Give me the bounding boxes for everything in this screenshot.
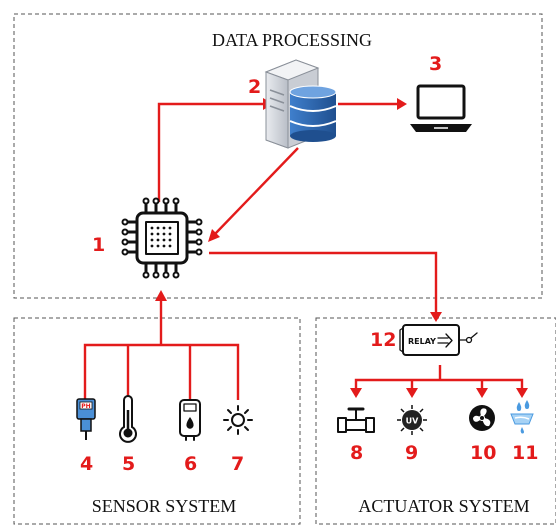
connection-lines — [83, 98, 528, 400]
microcontroller-chip-icon — [121, 197, 203, 279]
uv-lamp-icon: UV — [397, 405, 427, 435]
sensor-system-title: SENSOR SYSTEM — [92, 496, 237, 516]
server-to-laptop-arrowhead — [397, 98, 407, 110]
ph-sensor-icon: PH — [76, 398, 96, 440]
node-11-number: 11 — [512, 442, 538, 464]
server-database-icon — [264, 59, 337, 149]
node-3-number: 3 — [429, 53, 442, 75]
water-sprinkler-icon — [510, 400, 534, 434]
laptop-icon — [410, 84, 472, 132]
node-9-number: 9 — [405, 442, 418, 464]
actuator-10-arrowhead — [476, 388, 488, 398]
humidity-sensor-icon — [179, 399, 201, 441]
data-processing-title: DATA PROCESSING — [212, 30, 372, 50]
relay-module-icon: RELAY — [399, 324, 478, 356]
relay-label: RELAY — [408, 337, 436, 346]
server-to-mcu-arrowhead — [208, 229, 220, 242]
uv-label: UV — [406, 417, 419, 426]
node-10-number: 10 — [470, 442, 496, 464]
sensor-to-mcu-arrowhead — [155, 290, 167, 301]
node-1-number: 1 — [92, 234, 105, 256]
actuator-9-arrowhead — [406, 388, 418, 398]
node-2-number: 2 — [248, 76, 261, 98]
number-labels: 1 2 3 4 5 6 7 8 9 10 11 12 — [80, 53, 538, 475]
node-5-number: 5 — [122, 453, 135, 475]
database-cylinder — [289, 85, 337, 142]
ph-display-label: PH — [81, 403, 90, 410]
valve-icon — [337, 407, 375, 433]
actuator-system-title: ACTUATOR SYSTEM — [358, 496, 529, 516]
node-12-number: 12 — [370, 329, 396, 351]
mcu-to-relay-line — [209, 251, 438, 314]
node-8-number: 8 — [350, 442, 363, 464]
server-to-mcu-line — [214, 147, 299, 235]
fan-icon — [469, 405, 495, 431]
mcu-to-relay-arrowhead — [430, 312, 442, 322]
actuator-8-arrowhead — [350, 388, 362, 398]
node-6-number: 6 — [184, 453, 197, 475]
light-sun-icon — [223, 405, 253, 435]
node-7-number: 7 — [231, 453, 244, 475]
thermometer-icon — [119, 395, 137, 443]
actuator-11-arrowhead — [516, 388, 528, 398]
node-4-number: 4 — [80, 453, 93, 475]
actuator-bus-line — [354, 378, 524, 390]
sensor-bus-line — [83, 343, 240, 400]
sensor-system-panel — [13, 317, 301, 525]
mcu-to-server-line — [157, 102, 265, 202]
